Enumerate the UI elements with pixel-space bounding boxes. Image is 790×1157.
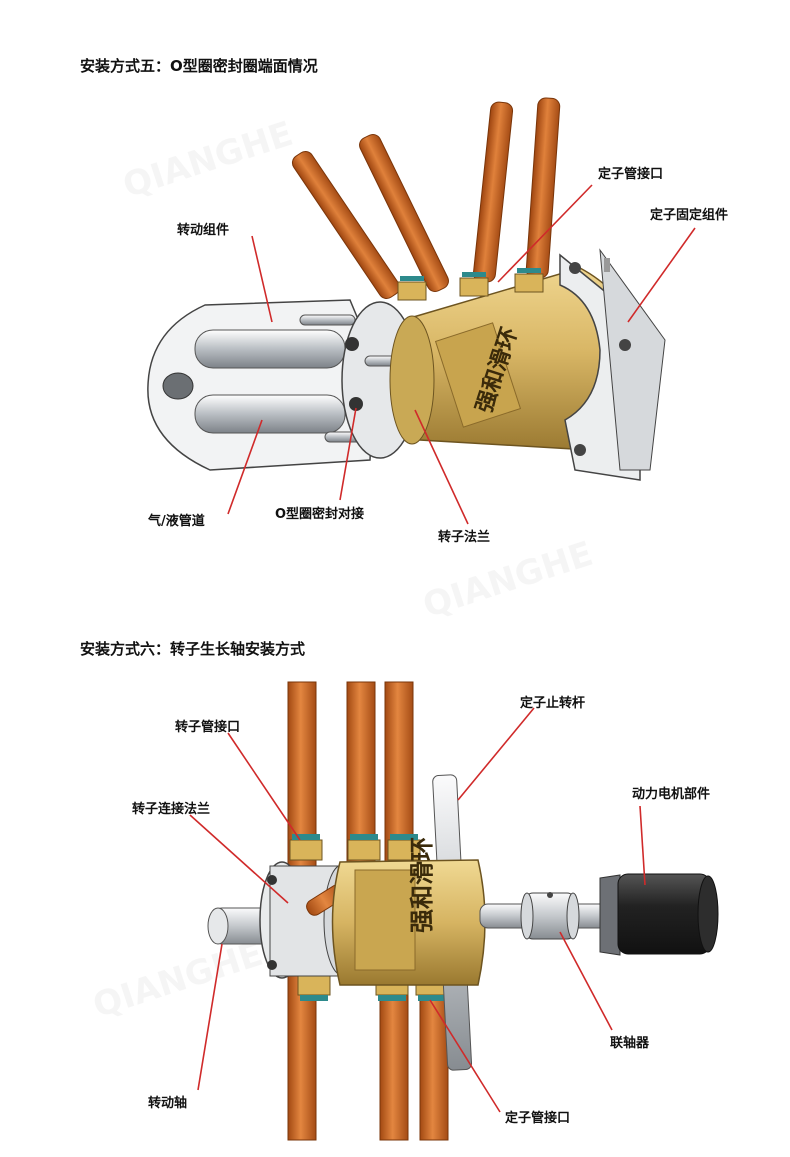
label-motor-unit: 动力电机部件 (632, 787, 711, 802)
leader-rotor-flange (414, 409, 469, 525)
rotor-connect-flange (259, 861, 361, 979)
leader-stator-pipe-port-2 (429, 999, 501, 1113)
slip-ring-body-2: 强和滑环 (331, 837, 486, 986)
label-gas-liquid-channel: 气/液管道 (148, 514, 205, 529)
label-rotating-shaft: 转动轴 (148, 1096, 188, 1111)
leader-stator-pipe-port-1 (497, 184, 593, 283)
label-o-ring-docking: O型圈密封对接 (275, 507, 365, 522)
leader-stator-fixing (627, 227, 696, 323)
label-stator-fixing-assembly: 定子固定组件 (650, 208, 729, 223)
section2-title: 安装方式六：转子生长轴安装方式 (80, 640, 306, 658)
coupling (520, 892, 580, 940)
copper-pipes (291, 97, 561, 301)
leader-gas-liquid (227, 419, 263, 515)
stator-fixing-plate (559, 248, 666, 481)
label-coupling: 联轴器 (610, 1036, 650, 1051)
watermark: QIANGHE (88, 934, 268, 1026)
stator-stop-rod (432, 774, 473, 1071)
output-shaft (479, 903, 611, 929)
leader-coupling (559, 931, 613, 1031)
label-rotating-assembly: 转动组件 (177, 223, 230, 238)
section1-title: 安装方式五：O型圈密封圈端面情况 (80, 57, 318, 75)
leader-rotor-pipe-port (227, 732, 301, 841)
label-rotor-pipe-port: 转子管接口 (175, 720, 241, 735)
leader-motor (639, 805, 646, 886)
copper-pipes-2 (287, 681, 449, 1141)
brand-text-2: 强和滑环 (408, 837, 436, 933)
label-stator-stop-rod: 定子止转杆 (520, 696, 586, 711)
label-stator-pipe-port-2: 定子管接口 (505, 1111, 571, 1126)
leader-o-ring (339, 407, 357, 501)
leader-stator-stop-rod (457, 707, 535, 801)
leader-rotating-assembly (251, 235, 273, 323)
label-stator-pipe-port-1: 定子管接口 (598, 167, 664, 182)
label-rotor-flange: 转子法兰 (438, 530, 491, 545)
motor-unit (599, 873, 719, 956)
label-rotor-connect-flange: 转子连接法兰 (132, 802, 211, 817)
leader-rotor-connect-flange (189, 814, 289, 904)
diagram-1: 强和滑环 (147, 97, 696, 525)
